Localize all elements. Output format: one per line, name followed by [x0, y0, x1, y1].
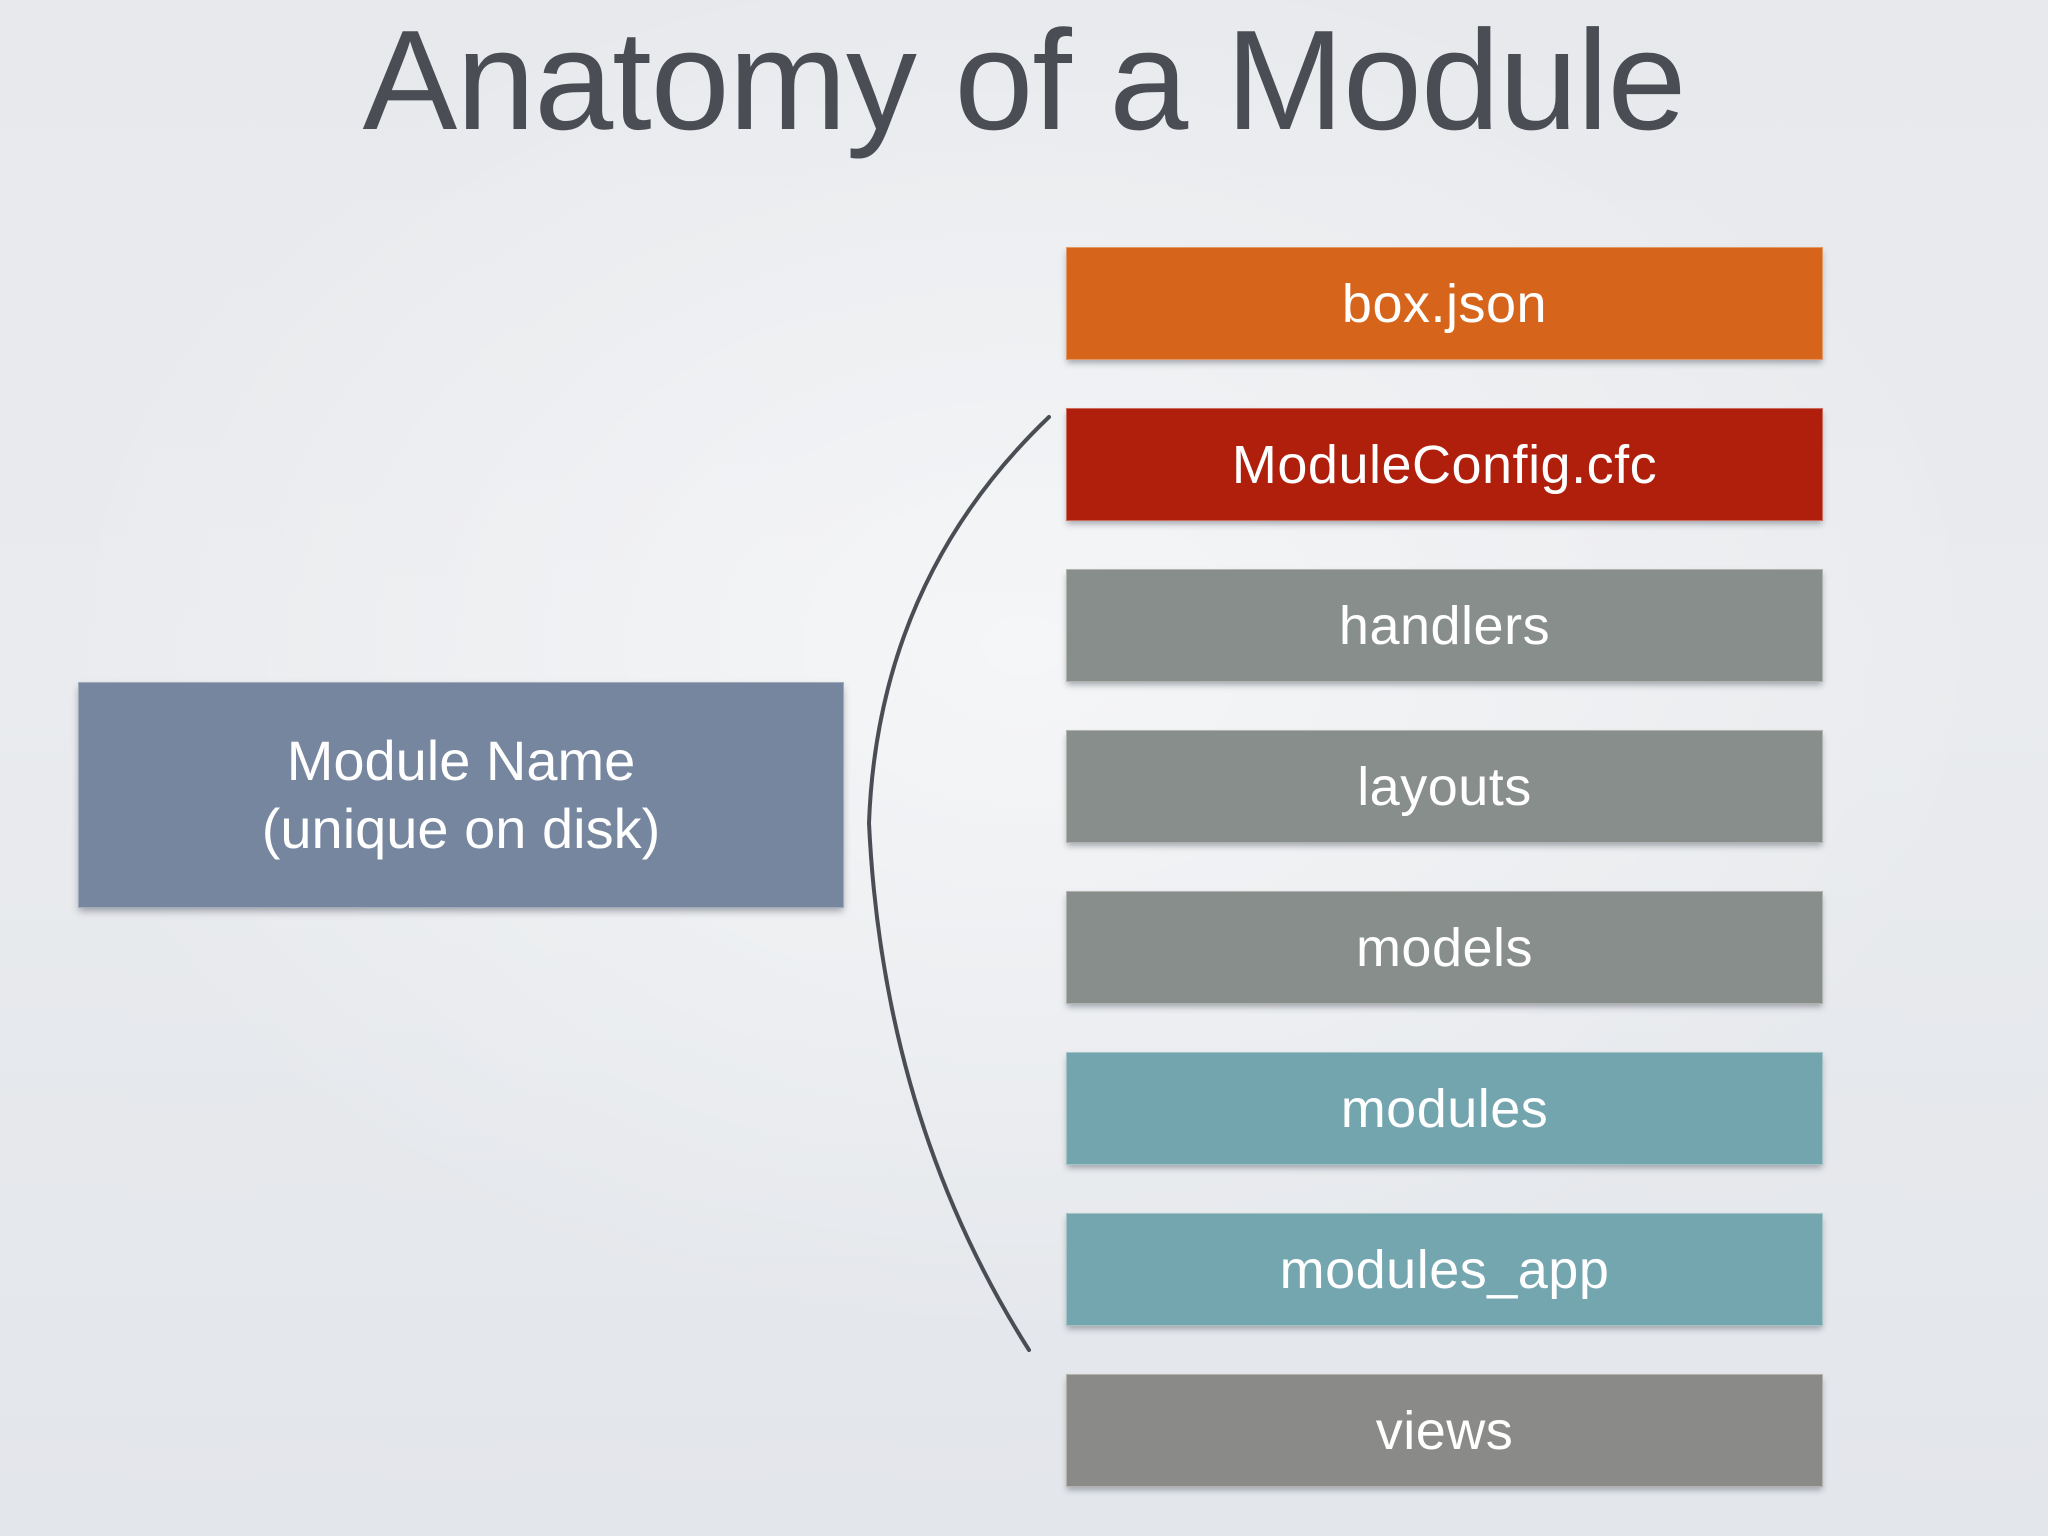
folder-box-layouts: layouts [1066, 730, 1823, 843]
folder-label: views [1375, 1400, 1514, 1461]
module-name-line2: (unique on disk) [261, 797, 661, 860]
folder-box-models: models [1066, 891, 1823, 1004]
folder-box-views: views [1066, 1374, 1823, 1487]
brace-path [866, 415, 1051, 1352]
folder-label: handlers [1338, 595, 1551, 656]
folder-box-box-json: box.json [1066, 247, 1823, 360]
folder-label: models [1355, 917, 1534, 978]
folder-box-moduleconfig: ModuleConfig.cfc [1066, 408, 1823, 521]
folder-label: layouts [1357, 756, 1532, 817]
module-name-line1: Module Name [286, 728, 636, 792]
folder-box-handlers: handlers [1066, 569, 1823, 682]
folder-label: ModuleConfig.cfc [1231, 434, 1658, 495]
folder-box-modules: modules [1066, 1052, 1823, 1165]
folder-label: box.json [1341, 273, 1548, 334]
folder-box-modules-app: modules_app [1066, 1213, 1823, 1326]
folder-label: modules_app [1279, 1239, 1610, 1300]
module-name-box: Module Name (unique on disk) [78, 682, 844, 908]
folder-label: modules [1340, 1078, 1549, 1139]
slide-title: Anatomy of a Module [362, 1, 1687, 160]
